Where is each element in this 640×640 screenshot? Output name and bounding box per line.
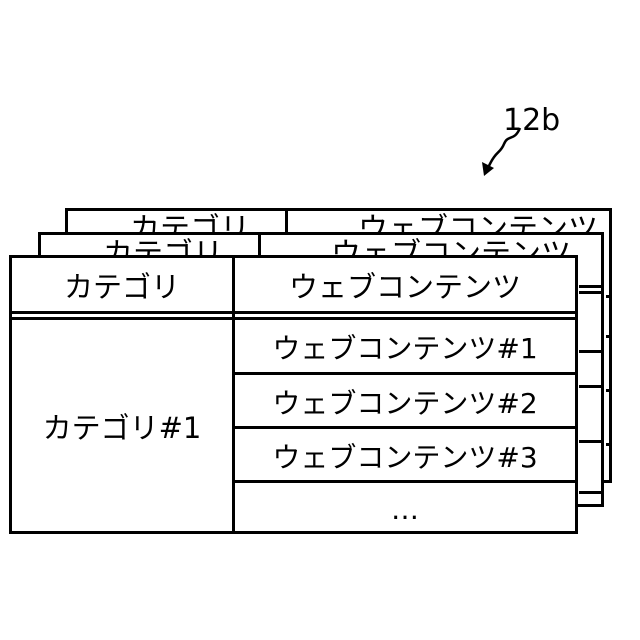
category-cell: カテゴリ#1 bbox=[12, 320, 232, 531]
row-divider bbox=[579, 350, 601, 353]
row-divider bbox=[579, 385, 601, 388]
leader-arrow-icon bbox=[470, 120, 540, 180]
row-divider bbox=[579, 440, 601, 443]
table-sheet-front: カテゴリ ウェブコンテンツ カテゴリ#1 ウェブコンテンツ#1 ウェブコンテンツ… bbox=[9, 255, 578, 534]
row-divider bbox=[606, 443, 609, 446]
web-contents-column-header: ウェブコンテンツ bbox=[235, 258, 575, 312]
category-column-header: カテゴリ bbox=[12, 258, 232, 312]
web-content-row-1: ウェブコンテンツ#1 bbox=[235, 320, 575, 373]
header-double-line-top bbox=[12, 311, 575, 314]
web-content-row-3: ウェブコンテンツ#3 bbox=[235, 429, 575, 482]
row-divider bbox=[579, 285, 601, 288]
row-divider bbox=[579, 291, 601, 294]
row-divider bbox=[579, 491, 601, 494]
web-content-row-2: ウェブコンテンツ#2 bbox=[235, 375, 575, 428]
row-divider bbox=[606, 295, 609, 298]
row-divider bbox=[606, 389, 609, 392]
row-divider bbox=[606, 335, 609, 338]
web-content-row-ellipsis: … bbox=[235, 483, 575, 534]
